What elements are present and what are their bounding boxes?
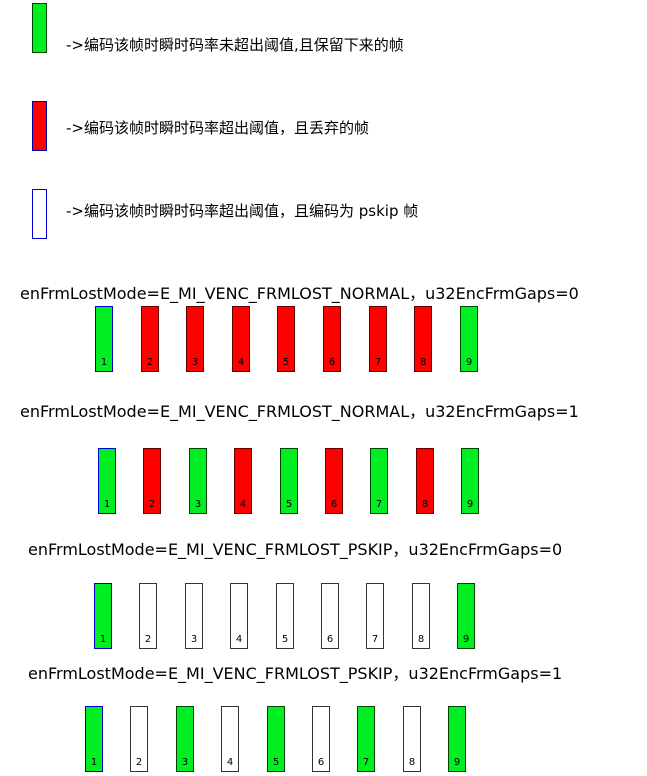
frame-pskip: 4 [221, 706, 239, 772]
frame-keep: 9 [461, 448, 479, 514]
frame-number: 8 [419, 357, 427, 368]
frame-drop: 2 [141, 306, 159, 372]
frame-keep: 5 [267, 706, 285, 772]
frame-keep: 3 [189, 448, 207, 514]
frame-number: 2 [135, 757, 143, 768]
frame-keep: 7 [357, 706, 375, 772]
frame-number: 8 [417, 634, 425, 645]
frame-pskip: 8 [412, 583, 430, 649]
frame-drop: 7 [369, 306, 387, 372]
frame-number: 1 [100, 357, 108, 368]
frame-number: 5 [282, 357, 290, 368]
frame-drop: 6 [323, 306, 341, 372]
frame-number: 8 [421, 499, 429, 510]
frame-keep: 3 [176, 706, 194, 772]
frame-pskip: 2 [130, 706, 148, 772]
frame-keep: 9 [460, 306, 478, 372]
frame-keep: 1 [94, 583, 112, 649]
frame-number: 6 [326, 634, 334, 645]
frame-keep: 1 [95, 306, 113, 372]
frame-drop: 8 [416, 448, 434, 514]
frame-number: 1 [90, 757, 98, 768]
frame-number: 1 [103, 499, 111, 510]
frame-pskip: 4 [230, 583, 248, 649]
frame-number: 5 [281, 634, 289, 645]
frame-pskip: 2 [139, 583, 157, 649]
frame-pskip: 7 [366, 583, 384, 649]
frame-number: 9 [462, 634, 470, 645]
legend-text-pskip: ->编码该帧时瞬时码率超出阈值，且编码为 pskip 帧 [66, 202, 419, 220]
frame-number: 7 [371, 634, 379, 645]
frame-drop: 3 [186, 306, 204, 372]
frame-drop: 6 [325, 448, 343, 514]
legend-text-drop: ->编码该帧时瞬时码率超出阈值，且丢弃的帧 [66, 119, 369, 137]
frame-pskip: 3 [185, 583, 203, 649]
frame-drop: 4 [232, 306, 250, 372]
frame-number: 4 [239, 499, 247, 510]
legend-swatch-pskip [32, 189, 47, 239]
frame-number: 6 [328, 357, 336, 368]
frame-number: 6 [330, 499, 338, 510]
frame-number: 9 [465, 357, 473, 368]
frame-number: 8 [408, 757, 416, 768]
frame-number: 4 [237, 357, 245, 368]
frame-number: 2 [144, 634, 152, 645]
frame-number: 2 [148, 499, 156, 510]
frame-number: 2 [146, 357, 154, 368]
legend-text-keep: ->编码该帧时瞬时码率未超出阈值,且保留下来的帧 [66, 36, 404, 54]
frame-number: 3 [181, 757, 189, 768]
frame-number: 9 [453, 757, 461, 768]
legend-swatch-keep [32, 3, 47, 53]
frame-number: 3 [194, 499, 202, 510]
frame-number: 4 [226, 757, 234, 768]
frame-pskip: 5 [276, 583, 294, 649]
frame-number: 5 [285, 499, 293, 510]
legend-swatch-drop [32, 101, 47, 151]
row-title: enFrmLostMode=E_MI_VENC_FRMLOST_PSKIP，u3… [28, 664, 563, 683]
frame-keep: 1 [85, 706, 103, 772]
row-title: enFrmLostMode=E_MI_VENC_FRMLOST_PSKIP，u3… [28, 540, 563, 559]
row-title: enFrmLostMode=E_MI_VENC_FRMLOST_NORMAL，u… [20, 402, 579, 421]
frame-pskip: 6 [312, 706, 330, 772]
frame-number: 1 [99, 634, 107, 645]
frame-drop: 2 [143, 448, 161, 514]
frame-drop: 4 [234, 448, 252, 514]
frame-number: 3 [191, 357, 199, 368]
frame-drop: 5 [277, 306, 295, 372]
frame-number: 3 [190, 634, 198, 645]
frame-number: 5 [272, 757, 280, 768]
frame-number: 6 [317, 757, 325, 768]
frame-number: 7 [374, 357, 382, 368]
frame-keep: 7 [370, 448, 388, 514]
frame-number: 9 [466, 499, 474, 510]
frame-drop: 8 [414, 306, 432, 372]
frame-number: 4 [235, 634, 243, 645]
frame-pskip: 6 [321, 583, 339, 649]
frame-number: 7 [375, 499, 383, 510]
frame-pskip: 8 [403, 706, 421, 772]
frame-keep: 5 [280, 448, 298, 514]
row-title: enFrmLostMode=E_MI_VENC_FRMLOST_NORMAL，u… [20, 284, 579, 303]
frame-number: 7 [362, 757, 370, 768]
frame-keep: 9 [448, 706, 466, 772]
frame-keep: 1 [98, 448, 116, 514]
frame-keep: 9 [457, 583, 475, 649]
